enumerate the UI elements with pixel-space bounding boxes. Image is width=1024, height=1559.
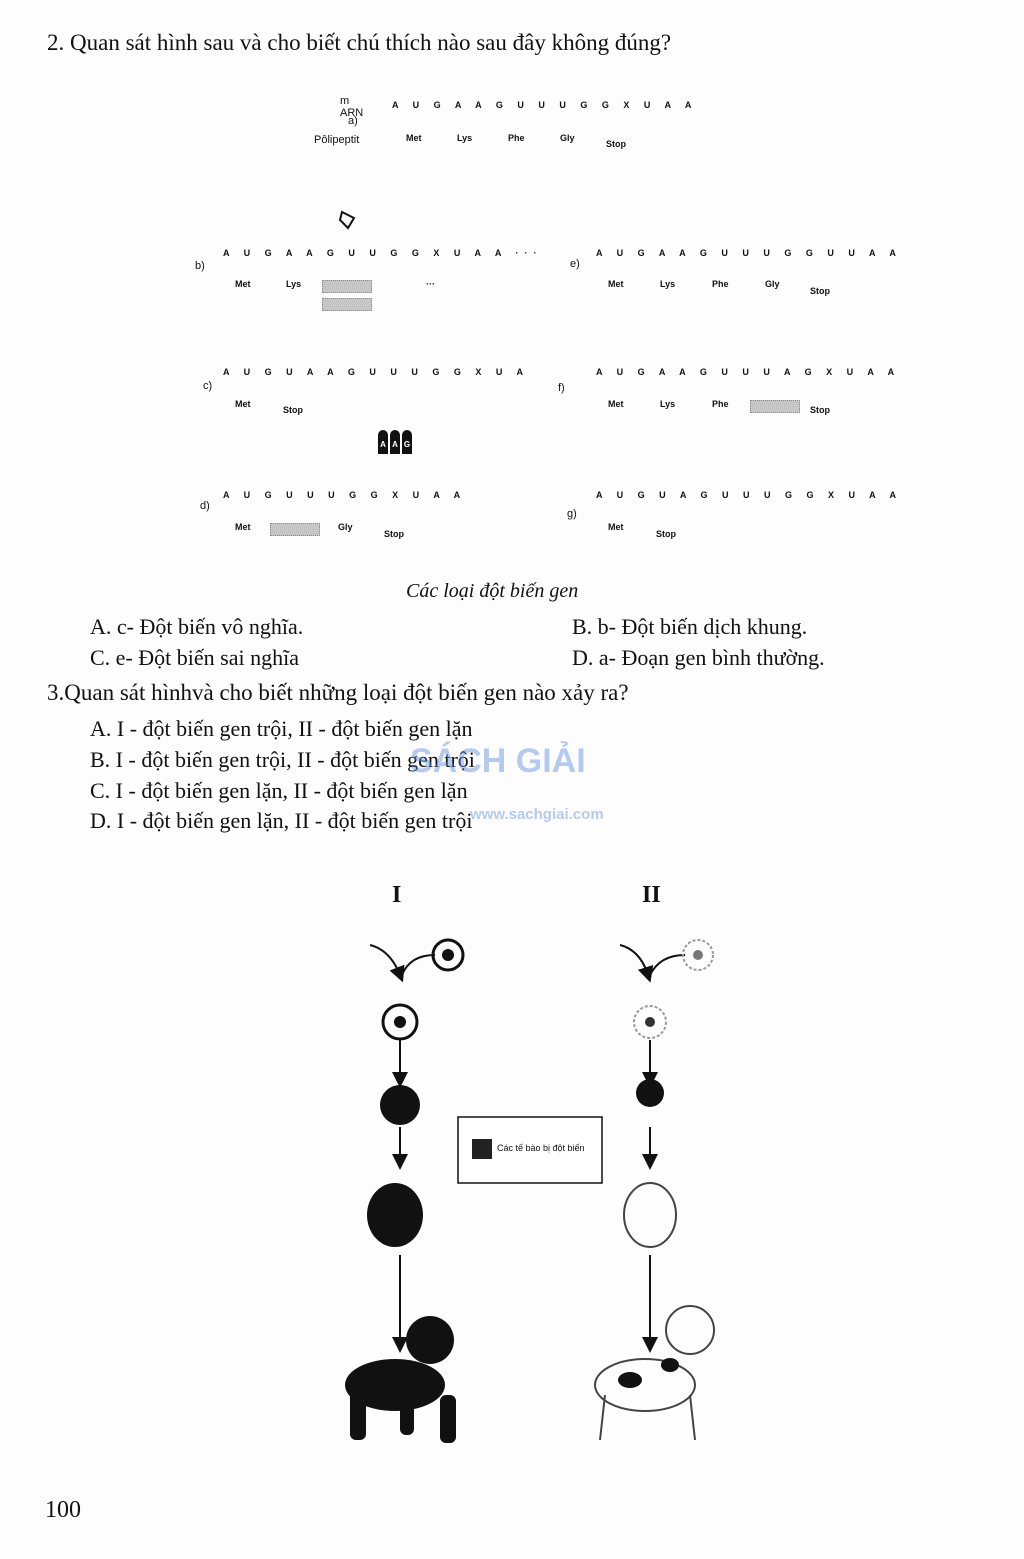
mrna-label: m ARN — [340, 95, 364, 119]
sequence-e: A U G A A G U U U G G U U A A — [596, 248, 902, 258]
sequence-c: A U G U A A G U U U G G X U A — [223, 367, 530, 377]
lineage-label-ii: II — [642, 882, 661, 908]
amino-e-1: Lys — [660, 279, 676, 289]
sequence-b: A U G A A G U U G G X U A A ··· — [223, 248, 543, 258]
amino-b-2: ··· — [426, 279, 435, 289]
legend-text: Các tế bào bị đột biến — [497, 1143, 585, 1153]
zygote-icon — [381, 1003, 419, 1041]
sequence-f: A U G A A G U U U A G X U A A — [596, 367, 901, 377]
q3-option-b: B. I - đột biến gen trội, II - đột biến … — [90, 747, 475, 772]
amino-f-3: Stop — [810, 405, 830, 415]
unknown-amino-f — [750, 397, 800, 415]
amino-a-4: Stop — [606, 139, 626, 149]
question-2-text: 2. Quan sát hình sau và cho biết chú thí… — [47, 30, 672, 55]
mutant-baby-icon — [345, 1316, 456, 1443]
label-g: g) — [567, 508, 577, 520]
amino-g-1: Stop — [656, 529, 676, 539]
page-number: 100 — [45, 1497, 81, 1523]
amino-g-0: Met — [608, 522, 624, 532]
q2-option-d: D. a- Đoạn gen bình thường. — [572, 645, 825, 670]
mutant-fetus-icon — [367, 1183, 423, 1247]
q2-option-a: A. c- Đột biến vô nghĩa. — [90, 614, 304, 639]
label-c: c) — [203, 380, 213, 392]
amino-d-1: Gly — [338, 522, 353, 532]
q2-option-c: C. e- Đột biến sai nghĩa — [90, 645, 299, 670]
label-e: e) — [570, 258, 580, 270]
mutant-embryo-cells-icon — [380, 1085, 420, 1125]
sequence-g: A U G U A G U U U G G X U A A — [596, 490, 903, 500]
amino-b-0: Met — [235, 279, 251, 289]
watermark-brand: SÁCH GIẢI — [410, 742, 586, 780]
question-3-text: 3.Quan sát hìnhvà cho biết những loại độ… — [47, 680, 629, 705]
poly-label: Pôlipeptit — [314, 134, 360, 146]
sequence-a: A U G A A G U U U G G X U A A — [392, 100, 698, 110]
label-f: f) — [558, 382, 565, 394]
sequence-d: A U G U U U G G X U A A — [223, 490, 467, 500]
insertion-icon — [338, 210, 356, 230]
label-b: b) — [195, 260, 205, 272]
amino-a-1: Lys — [457, 133, 473, 143]
deleted-base-1: A — [390, 430, 400, 454]
amino-e-0: Met — [608, 279, 624, 289]
q3-option-a: A. I - đột biến gen trội, II - đột biến … — [90, 716, 473, 741]
deleted-base-0: A — [378, 430, 388, 454]
q3-option-d: D. I - đột biến gen lặn, II - đột biến g… — [90, 808, 473, 833]
deleted-base-2: G — [402, 430, 412, 454]
figure-caption: Các loại đột biến gen — [406, 580, 579, 602]
label-d: d) — [200, 500, 210, 512]
amino-a-2: Phe — [508, 133, 525, 143]
normal-baby-icon — [594, 1305, 715, 1441]
amino-c-0: Met — [235, 399, 251, 409]
deleted-nucleotides: A A G — [378, 430, 412, 454]
egg-cell-icon — [431, 938, 465, 972]
watermark-url: www.sachgiai.com — [470, 806, 604, 823]
unknown-amino-d — [270, 520, 320, 538]
amino-d-2: Stop — [384, 529, 404, 539]
amino-a-0: Met — [406, 133, 422, 143]
lineage-label-i: I — [392, 882, 402, 908]
unknown-amino-b — [322, 277, 372, 313]
amino-f-2: Phe — [712, 399, 729, 409]
amino-b-1: Lys — [286, 279, 302, 289]
amino-c-1: Stop — [283, 405, 303, 415]
lineage-diagram — [345, 938, 715, 1443]
label-a: a) — [348, 115, 358, 127]
amino-e-2: Phe — [712, 279, 729, 289]
amino-e-3: Gly — [765, 279, 780, 289]
amino-f-0: Met — [608, 399, 624, 409]
lineage-ii — [594, 939, 715, 1441]
q3-option-c: C. I - đột biến gen lặn, II - đột biến g… — [90, 778, 468, 803]
lineage-i — [345, 938, 465, 1443]
q2-option-b: B. b- Đột biến dịch khung. — [572, 614, 808, 639]
amino-a-3: Gly — [560, 133, 575, 143]
amino-f-1: Lys — [660, 399, 676, 409]
amino-e-4: Stop — [810, 286, 830, 296]
amino-d-0: Met — [235, 522, 251, 532]
